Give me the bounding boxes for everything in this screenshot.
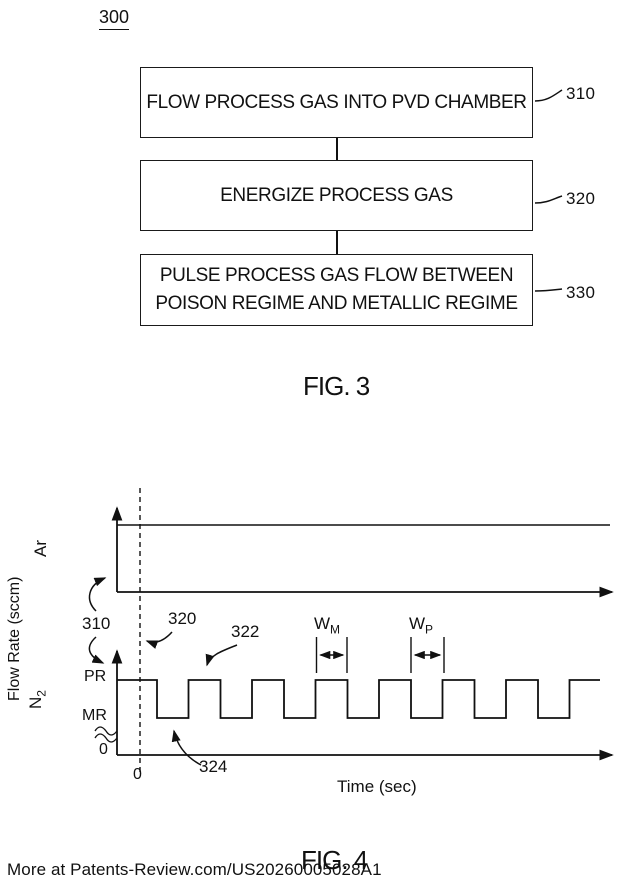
figure-ref-300: 300 <box>99 7 130 30</box>
watermark-footer: More at Patents-Review.com/US20260005028… <box>7 860 382 879</box>
annotation-310: 310 <box>82 614 111 633</box>
arrow-320-to-dashed-line <box>145 631 173 649</box>
x-tick-zero: 0 <box>133 766 142 783</box>
flowchart-step-2-label: ENERGIZE PROCESS GAS <box>220 184 453 206</box>
flowchart-ref-310: 310 <box>566 84 596 103</box>
wp-width-label: WP <box>409 614 434 637</box>
flowchart-step-1-box: FLOW PROCESS GAS INTO PVD CHAMBER <box>140 67 533 138</box>
annotation-322: 322 <box>231 622 260 641</box>
n2-series-label: N2 <box>26 690 49 709</box>
annotation-324: 324 <box>199 757 228 776</box>
arrow-322-to-pr-segment <box>205 644 238 667</box>
ref-line-310 <box>534 89 563 102</box>
flowchart-step-2-box: ENERGIZE PROCESS GAS <box>140 160 533 231</box>
ref-line-330 <box>534 288 563 292</box>
y-axis-title: Flow Rate (sccm) <box>6 576 23 701</box>
y-tick-mr: MR <box>82 707 107 724</box>
fig3-caption: FIG. 3 <box>303 371 370 401</box>
y-tick-pr: PR <box>84 668 107 685</box>
y-tick-zero: 0 <box>99 741 108 758</box>
flowchart-step-3-box: PULSE PROCESS GAS FLOW BETWEEN POISON RE… <box>140 254 533 326</box>
flowchart-ref-330: 330 <box>566 283 596 302</box>
x-axis-title: Time (sec) <box>337 777 417 796</box>
arrow-310-to-ar-axis <box>88 577 107 612</box>
fig4-caption: FIG. 4 <box>301 845 368 875</box>
n2-waveform <box>117 679 600 719</box>
flowchart-ref-320: 320 <box>566 189 596 208</box>
arrow-310-to-n2-axis <box>88 636 105 664</box>
ar-series-label: Ar <box>31 540 50 557</box>
axis-break-squiggle <box>94 726 118 743</box>
ref-line-320 <box>534 195 563 204</box>
flowchart-step-3-label: PULSE PROCESS GAS FLOW BETWEEN POISON RE… <box>155 265 518 314</box>
arrow-324-to-mr-segment <box>171 729 202 766</box>
annotation-320: 320 <box>168 609 197 628</box>
flowchart-step-1-label: FLOW PROCESS GAS INTO PVD CHAMBER <box>146 91 527 113</box>
wm-width-label: WM <box>314 614 341 637</box>
